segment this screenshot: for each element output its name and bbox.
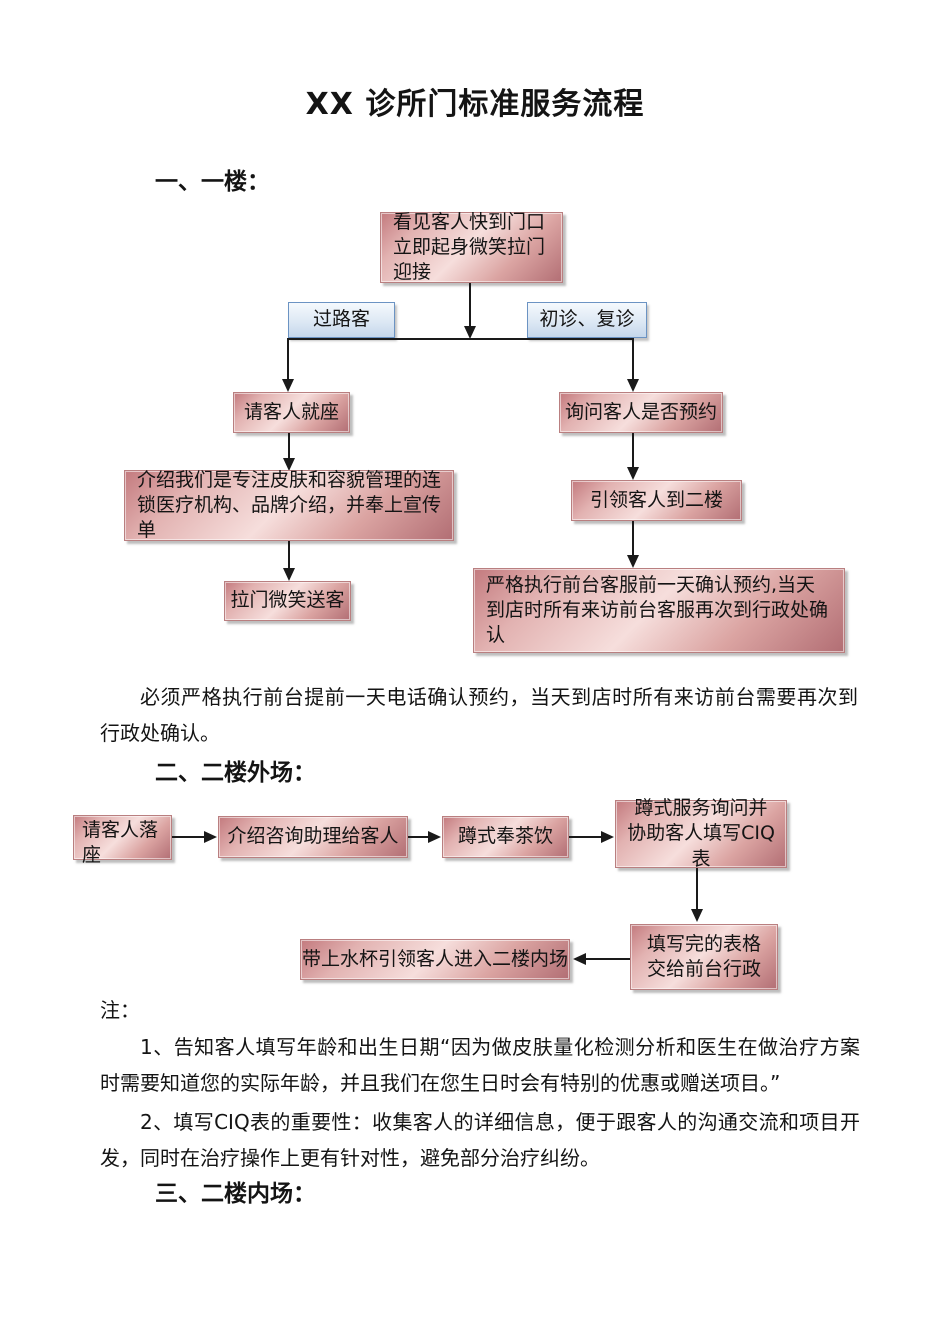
flow-box-introduce-assistant: 介绍咨询助理给客人 [218, 816, 408, 858]
flow-connector [408, 836, 429, 838]
arrow-down-icon [627, 467, 639, 480]
flow-connector [632, 338, 634, 380]
flow-box-submit-form: 填写完的表格交给前台行政 [630, 924, 778, 990]
section-heading-floor2-outer: 二、二楼外场： [155, 760, 316, 786]
flow-box-seat-guest: 请客人就座 [233, 392, 350, 433]
flow-connector [469, 283, 471, 327]
arrow-down-icon [627, 379, 639, 392]
flow-box-brand-intro: 介绍我们是专注皮肤和容貌管理的连锁医疗机构、品牌介绍，并奉上宣传单 [124, 469, 454, 541]
flow-connector [585, 958, 630, 960]
flow-connector [172, 836, 205, 838]
flow-box-smile-sendoff: 拉门微笑送客 [224, 581, 351, 621]
flow-connector [632, 521, 634, 556]
flow-connector [288, 433, 290, 459]
flow-box-lead-upstairs: 引领客人到二楼 [571, 480, 742, 521]
paragraph-confirm-rule: 必须严格执行前台提前一天电话确认预约，当天到店时所有来访前台需要再次到行政处确认… [100, 685, 858, 745]
flow-connector [696, 868, 698, 910]
flow-connector [288, 338, 634, 340]
arrow-left-icon [573, 953, 586, 965]
arrow-down-icon [627, 555, 639, 568]
arrow-right-icon [204, 831, 217, 843]
arrow-down-icon [464, 326, 476, 339]
flow-box-fill-ciq: 蹲式服务询问并协助客人填写CIQ 表 [615, 797, 787, 870]
section-heading-floor2-inner: 三、二楼内场： [155, 1181, 316, 1207]
page-title: XX 诊所门标准服务流程 [305, 87, 645, 122]
flow-box-greet: 看见客人快到门口立即起身微笑拉门迎接 [380, 211, 563, 283]
flow-box-lead-inner-area: 带上水杯引领客人进入二楼内场 [300, 939, 570, 980]
flow-label-first-visit: 初诊、复诊 [527, 302, 647, 338]
flow-connector [288, 541, 290, 569]
note-item-1: 1、告知客人填写年龄和出生日期“因为做皮肤量化检测分析和医生在做治疗方案时需要知… [100, 1035, 860, 1095]
notes-label: 注： [100, 998, 140, 1022]
flow-box-strict-confirm: 严格执行前台客服前一天确认预约,当天到店时所有来访前台客服再次到行政处确认 [473, 568, 845, 653]
flow-connector [632, 433, 634, 468]
note-item-2: 2、填写CIQ表的重要性：收集客人的详细信息，便于跟客人的沟通交流和项目开发，同… [100, 1110, 860, 1170]
arrow-right-icon [428, 831, 441, 843]
flow-label-passerby: 过路客 [288, 302, 395, 338]
arrow-down-icon [283, 458, 295, 471]
arrow-down-icon [283, 568, 295, 581]
arrow-down-icon [691, 909, 703, 922]
arrow-down-icon [282, 379, 294, 392]
flow-connector [569, 836, 602, 838]
flow-connector [287, 338, 289, 380]
arrow-right-icon [601, 831, 614, 843]
section-heading-floor1: 一、一楼： [155, 169, 270, 195]
flow-box-serve-tea: 蹲式奉茶饮 [442, 816, 569, 858]
flow-box-ask-appointment: 询问客人是否预约 [559, 392, 723, 433]
flow-box-seat-guest-2f: 请客人落座 [73, 815, 172, 866]
